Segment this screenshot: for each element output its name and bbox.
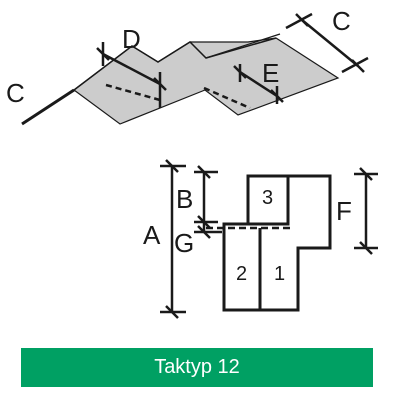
roof-type-title: Taktyp 12 xyxy=(154,356,240,378)
roof-diagram: C C D E A xyxy=(6,6,378,319)
dim-f-tick-bottom-b xyxy=(359,241,373,255)
label-d: D xyxy=(122,24,141,54)
dim-d-tick-2b xyxy=(153,77,167,91)
label-f: F xyxy=(336,196,352,226)
fold-dashed-2 xyxy=(203,86,251,110)
roof-surface xyxy=(72,37,340,125)
label-c-left: C xyxy=(6,78,25,108)
section-3-box xyxy=(246,174,290,226)
left-eave-line xyxy=(21,88,75,126)
dim-a-tick-top-b xyxy=(165,159,179,173)
label-g: G xyxy=(174,228,194,258)
dim-b-tick-top-b xyxy=(197,165,211,179)
dim-d-line xyxy=(102,52,161,86)
label-a: A xyxy=(143,220,161,250)
label-c-right: C xyxy=(332,6,351,36)
inner-fold-line xyxy=(205,33,281,59)
roof-perspective: C C D E xyxy=(6,6,369,126)
section-3-label: 3 xyxy=(262,187,273,209)
dim-c-right-tick-2 xyxy=(351,59,365,73)
dim-c-right-line xyxy=(301,19,359,67)
dim-c-right-tick-1b xyxy=(285,12,313,30)
label-e: E xyxy=(262,58,279,88)
plan-view: A B G F 3 2 1 xyxy=(143,159,378,319)
dim-g-tick-bottom-b xyxy=(197,225,211,239)
section-1-label: 1 xyxy=(274,263,285,285)
label-b: B xyxy=(176,184,193,214)
dim-e-line xyxy=(239,70,278,98)
dim-f-tick-top-b xyxy=(359,167,373,181)
roof-type-banner: Taktyp 12 xyxy=(21,348,373,387)
dim-c-right-tick-2b xyxy=(341,56,369,74)
dim-a-tick-bottom-b xyxy=(165,305,179,319)
section-2-label: 2 xyxy=(236,263,247,285)
dim-d-tick-1b xyxy=(96,47,110,61)
